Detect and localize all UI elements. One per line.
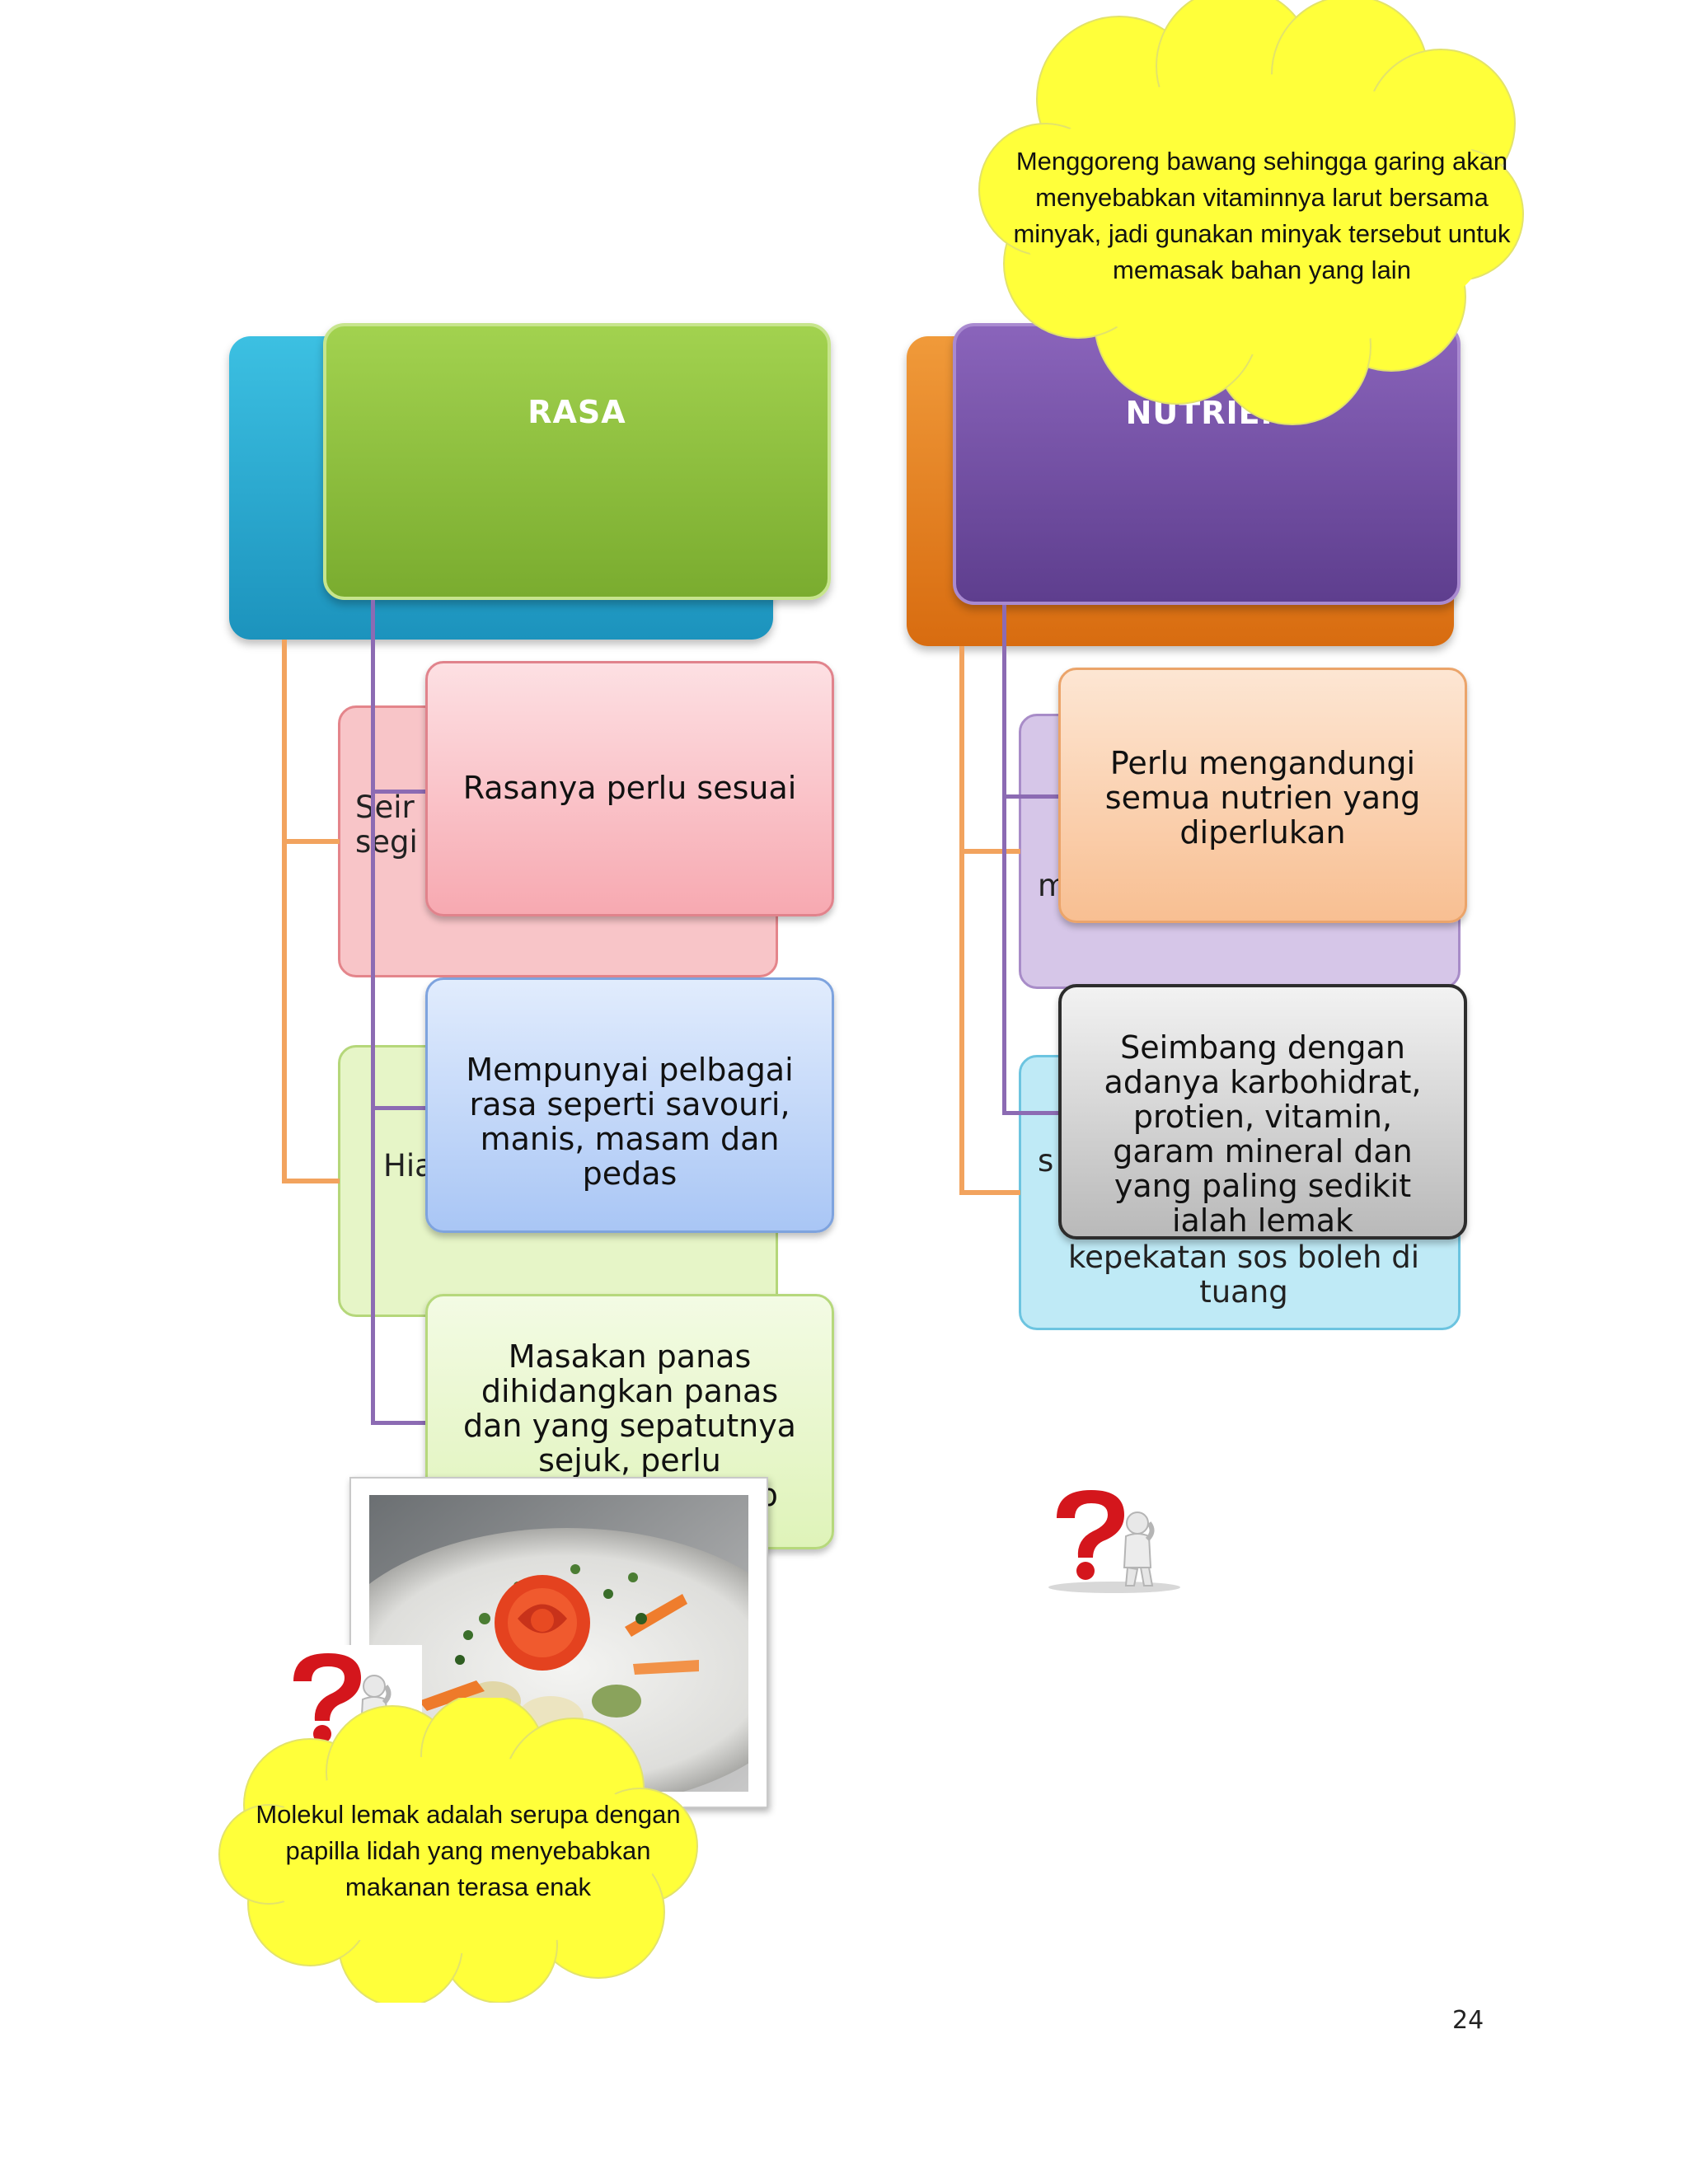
nutrien-connector-vertical [1002,605,1006,1114]
nutrien-connector-h2 [1002,1111,1058,1115]
rasa-connector-h3 [371,1421,425,1425]
rasa-behind-text-upper: Seir segi [355,790,418,860]
rasa-connector-h1 [371,790,425,794]
rasa-box-1: Rasanya perlu sesuai [425,661,834,916]
nutrien-box-2: Seimbang dengan adanya karbohidrat, prot… [1058,984,1467,1240]
rasa-header-label: RASA [528,394,626,430]
nutrien-connector-h1 [1002,794,1058,799]
rasa-connector-h2 [371,1106,425,1110]
callout-text-top-right: Menggoreng bawang sehingga garing akan m… [1013,147,1511,284]
nutrien-box-2-text: Seimbang dengan adanya karbohidrat, prot… [1104,1029,1422,1239]
rasa-back-connector-h2 [282,1179,340,1183]
rasa-box-2-text: Mempunyai pelbagai rasa seperti savouri,… [466,1052,794,1192]
nutrien-back-connector-h1 [959,849,1020,854]
page-number: 24 [1452,2006,1484,2035]
rasa-box-1-text: Rasanya perlu sesuai [462,770,797,806]
nutrien-box-1-text: Perlu mengandungi semua nutrien yang dip… [1104,745,1421,851]
rasa-box-2: Mempunyai pelbagai rasa seperti savouri,… [425,977,834,1233]
callout-text-bottom-left: Molekul lemak adalah serupa dengan papil… [256,1800,681,1901]
rasa-back-connector-vertical [282,640,287,1183]
callout-cloud-bottom-left [218,1698,698,2003]
question-mark-icon [1048,1490,1180,1593]
nutrien-back-connector-h2 [959,1190,1020,1195]
nutrien-back-connector-vertical [959,646,964,1195]
rasa-behind-text-lower: Hia [383,1148,434,1183]
nutrien-behind-text-lower-prefix: s [1038,1143,1054,1179]
rasa-back-connector-h1 [282,839,340,844]
nutrien-behind-text-lower: kepekatan sos boleh di tuang [1067,1240,1420,1310]
question-figure-right [1032,1482,1185,1597]
rasa-connector-vertical [371,600,375,1424]
nutrien-box-1: Perlu mengandungi semua nutrien yang dip… [1058,668,1467,923]
callout-cloud-top-right [978,0,1524,425]
rasa-header: RASA [323,323,831,600]
